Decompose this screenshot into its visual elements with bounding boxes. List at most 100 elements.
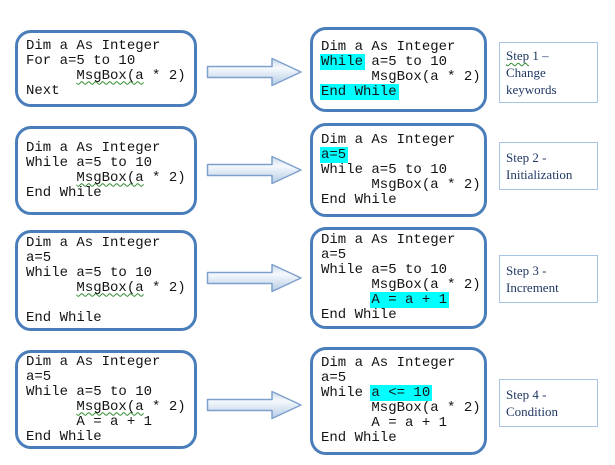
code-line: Dim a As Integer: [26, 139, 190, 156]
code-line: For a=5 to 10: [26, 53, 190, 69]
code-text: While a=5 to 10: [26, 154, 153, 171]
highlighted-code: End While: [321, 83, 397, 100]
code-text: * 2): [143, 279, 186, 296]
code-line: End While: [321, 83, 480, 100]
right-arrow-icon: [206, 263, 303, 293]
code-line: End While: [321, 192, 480, 208]
code-text: End While: [321, 430, 397, 446]
code-line: A = a + 1: [321, 292, 480, 308]
code-text: * 2): [143, 169, 186, 186]
step-label-text: Step 1 – Change keywords: [506, 47, 591, 98]
misspelled-text: MsgBox(a: [76, 67, 144, 84]
code-text: End While: [26, 309, 102, 326]
step-label-text: Step 2 - Initialization: [506, 149, 591, 183]
code-text: Next: [26, 82, 60, 99]
code-text: Dim a As Integer: [321, 232, 456, 248]
misspelled-text: MsgBox(a: [76, 279, 144, 296]
code-line: MsgBox(a * 2): [26, 67, 190, 84]
code-line: a=5: [321, 371, 480, 386]
code-text: Dim a As Integer: [321, 355, 456, 371]
code-text: [321, 292, 371, 308]
code-line: End While: [321, 431, 480, 446]
code-text: [26, 280, 76, 296]
code-line: End While: [26, 309, 190, 326]
code-text: a=5 to 10: [363, 53, 448, 70]
step-label-text: Step 4 - Condition: [506, 386, 591, 420]
code-text: Dim a As Integer: [26, 37, 161, 54]
code-line: A = a + 1: [26, 413, 190, 430]
code-text: Step 3 - Increment: [506, 262, 559, 295]
code-text: * 2): [143, 398, 186, 415]
code-line: MsgBox(a * 2): [321, 176, 481, 193]
code-text: Dim a As Integer: [26, 353, 161, 370]
code-text: [26, 170, 76, 186]
code-text: While: [321, 385, 372, 401]
code-text: End While: [321, 307, 397, 323]
code-line: End While: [26, 184, 190, 201]
code-text: Step 4 - Condition: [506, 386, 559, 419]
highlighted-code: A = a + 1: [371, 292, 448, 308]
code-line: MsgBox(a * 2): [26, 398, 190, 415]
code-text: a=5: [26, 249, 52, 266]
code-line: While a=5 to 10: [26, 154, 190, 171]
right-arrow-icon: [206, 155, 303, 185]
code-text: Dim a As Integer: [26, 139, 161, 156]
code-line: MsgBox(a * 2): [26, 279, 190, 296]
misspelled-text: Step: [506, 48, 530, 63]
code-text: [26, 68, 76, 84]
code-line: MsgBox(a * 2): [26, 169, 190, 186]
code-line: While a=5 to 10: [321, 53, 480, 70]
code-text: End While: [26, 428, 102, 445]
step-label: Step 4 - Condition: [499, 379, 598, 427]
code-line: [26, 296, 190, 311]
code-line: Dim a As Integer: [321, 131, 480, 148]
highlighted-code: a=5: [321, 146, 347, 163]
code-text: MsgBox(a * 2): [321, 68, 481, 85]
code-text: A = a + 1: [26, 413, 153, 430]
code-line: MsgBox(a * 2): [321, 68, 481, 85]
code-text: While a=5 to 10: [26, 264, 153, 281]
code-line: Dim a As Integer: [26, 37, 190, 54]
code-line: While a <= 10: [321, 385, 480, 401]
code-line: a=5: [321, 146, 480, 163]
code-line: Dim a As Integer: [26, 234, 190, 251]
code-text: MsgBox(a * 2): [321, 277, 481, 293]
code-line: a=5: [321, 248, 480, 263]
step-label-text: Step 3 - Increment: [506, 262, 591, 296]
code-line: While a=5 to 10: [321, 161, 480, 178]
highlighted-code: While: [321, 53, 364, 70]
code-line: End While: [321, 308, 480, 323]
code-line: Dim a As Integer: [321, 38, 480, 55]
code-text: a=5: [321, 370, 347, 386]
code-text: While a=5 to 10: [26, 383, 153, 400]
code-line: While a=5 to 10: [321, 263, 480, 278]
highlighted-code: a <= 10: [371, 385, 431, 401]
code-text: End While: [26, 184, 102, 201]
right-arrow-icon: [206, 390, 303, 420]
right-arrow-icon: [206, 57, 303, 87]
code-text: MsgBox(a * 2): [321, 176, 481, 193]
code-line: a=5: [26, 249, 190, 266]
code-text: Dim a As Integer: [321, 38, 456, 55]
code-text: Dim a As Integer: [321, 131, 456, 148]
code-line: End While: [26, 428, 190, 445]
code-text: Dim a As Integer: [26, 234, 161, 251]
step-label: Step 3 - Increment: [499, 255, 598, 303]
code-line: Dim a As Integer: [321, 233, 480, 248]
misspelled-text: MsgBox(a: [76, 169, 144, 186]
code-line: While a=5 to 10: [26, 264, 190, 281]
code-text: MsgBox(a * 2): [321, 400, 481, 416]
code-text: While a=5 to 10: [321, 161, 448, 178]
code-text: Step 2 - Initialization: [506, 149, 573, 182]
step-label: Step 1 – Change keywords: [499, 42, 598, 104]
misspelled-text: MsgBox(a: [76, 398, 144, 415]
code-text: a=5: [26, 368, 52, 385]
code-line: A = a + 1: [321, 416, 480, 431]
code-line: MsgBox(a * 2): [321, 401, 480, 416]
code-line: a=5: [26, 368, 190, 385]
